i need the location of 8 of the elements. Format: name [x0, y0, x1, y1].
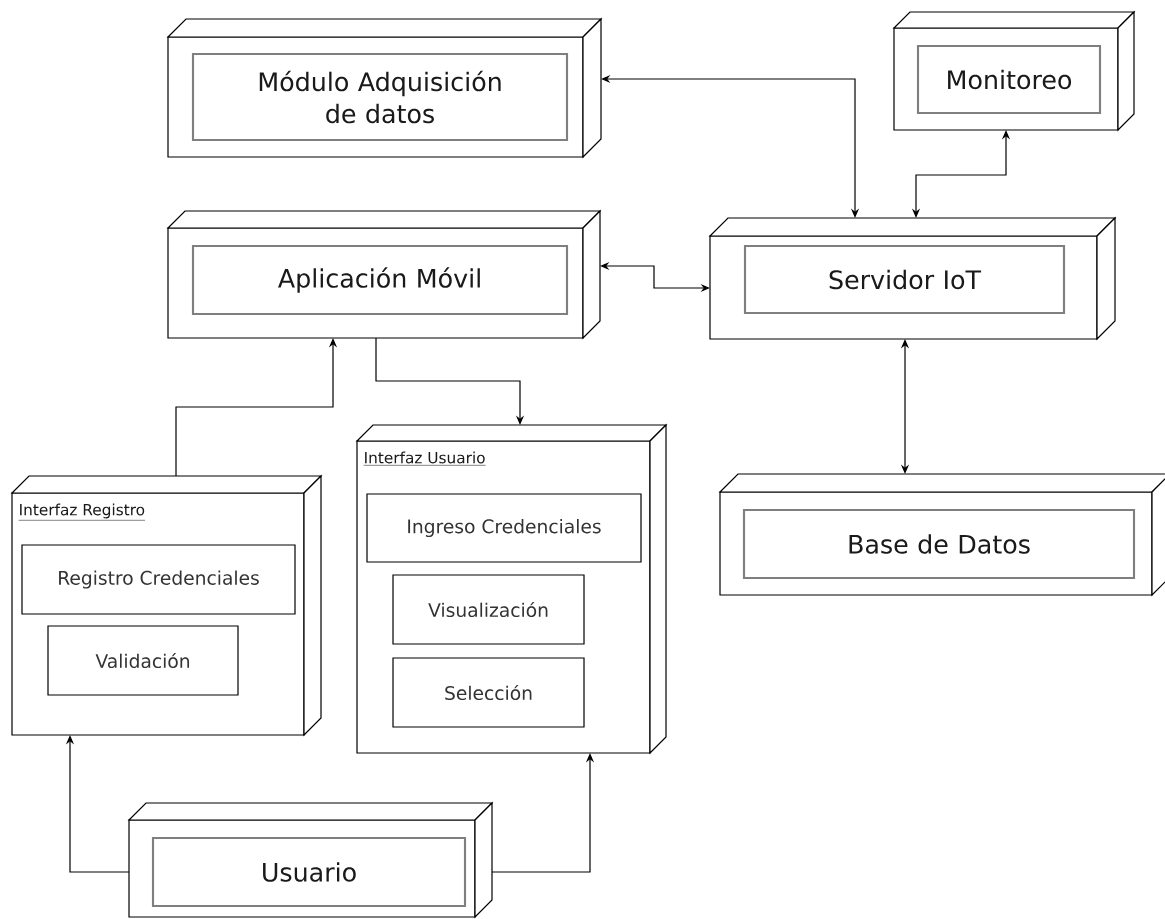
arrow: [900, 339, 910, 474]
component-box: Ingreso Credenciales: [366, 493, 642, 563]
component-box: Registro Credenciales: [21, 544, 296, 615]
arrow: [65, 735, 130, 873]
component-box: Selección: [392, 657, 585, 728]
component-box: Visualización: [392, 574, 585, 645]
arrow: [375, 337, 525, 425]
component-box: Validación: [47, 625, 239, 696]
